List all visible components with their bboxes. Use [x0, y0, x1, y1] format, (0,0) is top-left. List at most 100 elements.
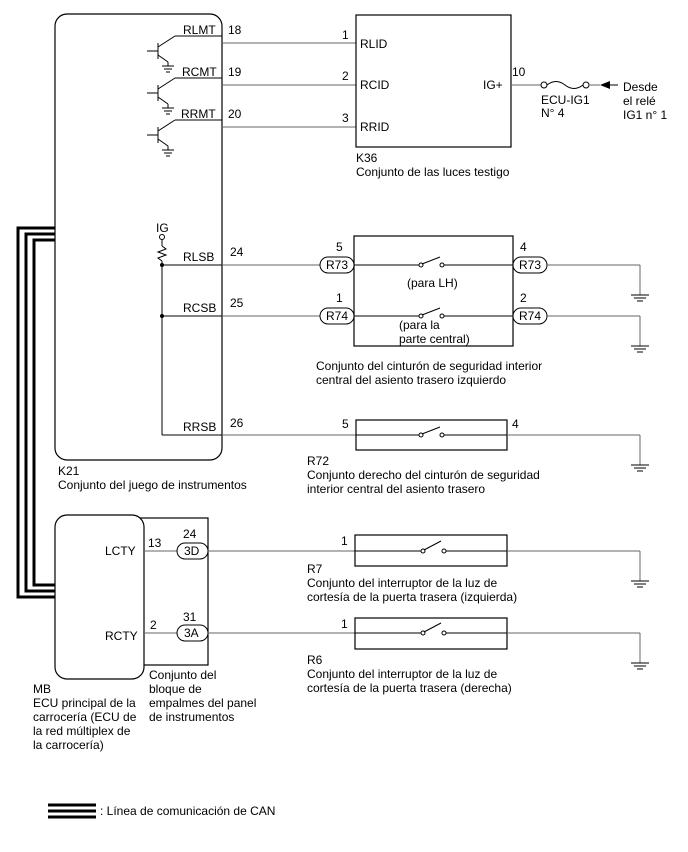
junction-name-1: Conjunto del: [149, 668, 216, 682]
junction-name-2: bloque de: [149, 682, 202, 696]
connector-label: R73: [326, 258, 348, 272]
ground-icon: [631, 435, 649, 472]
seatbelt-left-box: [353, 235, 514, 347]
mb-name-2: carrocería (ECU de: [33, 710, 137, 724]
fuse-ecu-ig1: [511, 81, 618, 89]
transistor-rlmt: [147, 35, 222, 73]
can-bus-line: [16, 226, 55, 599]
junction-pin-24: 24: [183, 527, 197, 541]
k36-label-rcid: RCID: [360, 78, 390, 92]
legend-can-line-sample: [48, 803, 96, 819]
pin-label-rlsb: RLSB: [183, 250, 214, 264]
connector-label: R73: [519, 258, 541, 272]
seatbelt-left-name-1: Conjunto del cinturón de seguridad inter…: [316, 359, 542, 373]
r72-name-1: Conjunto derecho del cinturón de segurid…: [307, 468, 540, 482]
k36-label-rlid: RLID: [360, 37, 388, 51]
k36-box: [355, 14, 512, 148]
junction-name-4: de instrumentos: [149, 710, 234, 724]
mb-name-4: la carrocería): [33, 738, 104, 752]
relay-source-2: el relé: [623, 94, 656, 108]
r7-name-2: cortesía de la puerta trasera (izquierda…: [307, 590, 517, 604]
k36-code: K36: [356, 151, 378, 165]
ig-pullup-resistor: [156, 237, 222, 436]
connector-label: R74: [519, 309, 541, 323]
connector-r73-out: R73: [512, 256, 548, 274]
relay-source-3: IG1 n° 1: [623, 108, 667, 122]
connector-r74-out: R74: [512, 307, 548, 325]
r6-code: R6: [307, 653, 323, 667]
switch-lh-label: (para LH): [407, 276, 458, 290]
r7-name-1: Conjunto del interruptor de la luz de: [307, 576, 497, 590]
k21-box: [54, 13, 223, 461]
mb-code: MB: [33, 682, 51, 696]
pin-5: 5: [336, 240, 343, 254]
connector-3d: 3D: [176, 542, 209, 560]
k36-label-igp: IG+: [483, 78, 503, 92]
r72-code: R72: [307, 454, 329, 468]
transistor-rrmt: [147, 119, 222, 157]
r6-pin-1: 1: [341, 617, 348, 631]
ground-icon: [631, 551, 649, 588]
junction-pin-31: 31: [183, 610, 197, 624]
r72-pin-out: 4: [512, 417, 519, 431]
pin-number-20: 20: [228, 107, 242, 121]
mb-box: [54, 514, 145, 680]
k36-pin-10: 10: [512, 65, 526, 79]
r7-pin-1: 1: [341, 534, 348, 548]
k21-code: K21: [58, 464, 80, 478]
pin-2: 2: [520, 291, 527, 305]
r72-name-2: interior central del asiento trasero: [307, 482, 485, 496]
connector-r74-in: R74: [319, 307, 355, 325]
fuse-label-1: ECU-IG1: [541, 93, 590, 107]
switch-center-label-1: (para la: [399, 318, 440, 332]
connector-label: 3D: [184, 544, 200, 558]
pin-4: 4: [520, 240, 527, 254]
k36-pin-2: 2: [342, 69, 349, 83]
pin-number-19: 19: [228, 65, 242, 79]
relay-source-1: Desde: [623, 80, 658, 94]
switch-r72: [356, 426, 507, 438]
k21-name: Conjunto del juego de instrumentos: [58, 478, 247, 492]
junction-name-3: empalmes del panel: [149, 696, 256, 710]
switch-r6: [355, 622, 507, 636]
pin-number-25: 25: [230, 296, 244, 310]
pin-number-26: 26: [230, 416, 244, 430]
pin-label-rrmt: RRMT: [181, 107, 216, 121]
k36-pin-1: 1: [342, 28, 349, 42]
mb-pin-label-lcty: LCTY: [105, 544, 136, 558]
ground-icon: [631, 633, 649, 670]
k36-name: Conjunto de las luces testigo: [356, 165, 510, 179]
pin-1: 1: [336, 291, 343, 305]
r7-code: R7: [307, 562, 323, 576]
connector-label: R74: [326, 309, 348, 323]
mb-name-3: la red múltiplex de: [33, 724, 131, 738]
pin-number-24: 24: [230, 245, 244, 259]
connector-label: 3A: [184, 626, 199, 640]
pin-label-rlmt: RLMT: [183, 23, 216, 37]
connector-r73-in: R73: [319, 256, 355, 274]
pin-label-ig: IG: [156, 221, 169, 235]
junction-dot: [160, 314, 164, 318]
pin-label-rcsb: RCSB: [183, 301, 216, 315]
legend-label: : Línea de comunicación de CAN: [100, 804, 275, 818]
r6-name-1: Conjunto del interruptor de la luz de: [307, 667, 497, 681]
seatbelt-left-name-2: central del asiento trasero izquierdo: [316, 373, 506, 387]
pin-label-rcmt: RCMT: [182, 65, 217, 79]
switch-lh: [354, 256, 513, 268]
pin-label-rrsb: RRSB: [183, 420, 216, 434]
mb-name-1: ECU principal de la: [33, 696, 136, 710]
k36-pin-3: 3: [342, 111, 349, 125]
fuse-label-2: N° 4: [541, 106, 565, 120]
junction-dot: [160, 263, 164, 267]
switch-center: [354, 307, 513, 319]
k36-label-rrid: RRID: [360, 120, 390, 134]
ground-icon: [631, 316, 649, 353]
transistor-rcmt: [147, 77, 222, 115]
mb-pin-13: 13: [148, 536, 162, 550]
ground-icon: [631, 265, 649, 302]
switch-r7: [355, 540, 507, 554]
mb-pin-2: 2: [150, 618, 157, 632]
mb-pin-label-rcty: RCTY: [105, 629, 138, 643]
r6-name-2: cortesía de la puerta trasera (derecha): [307, 681, 512, 695]
